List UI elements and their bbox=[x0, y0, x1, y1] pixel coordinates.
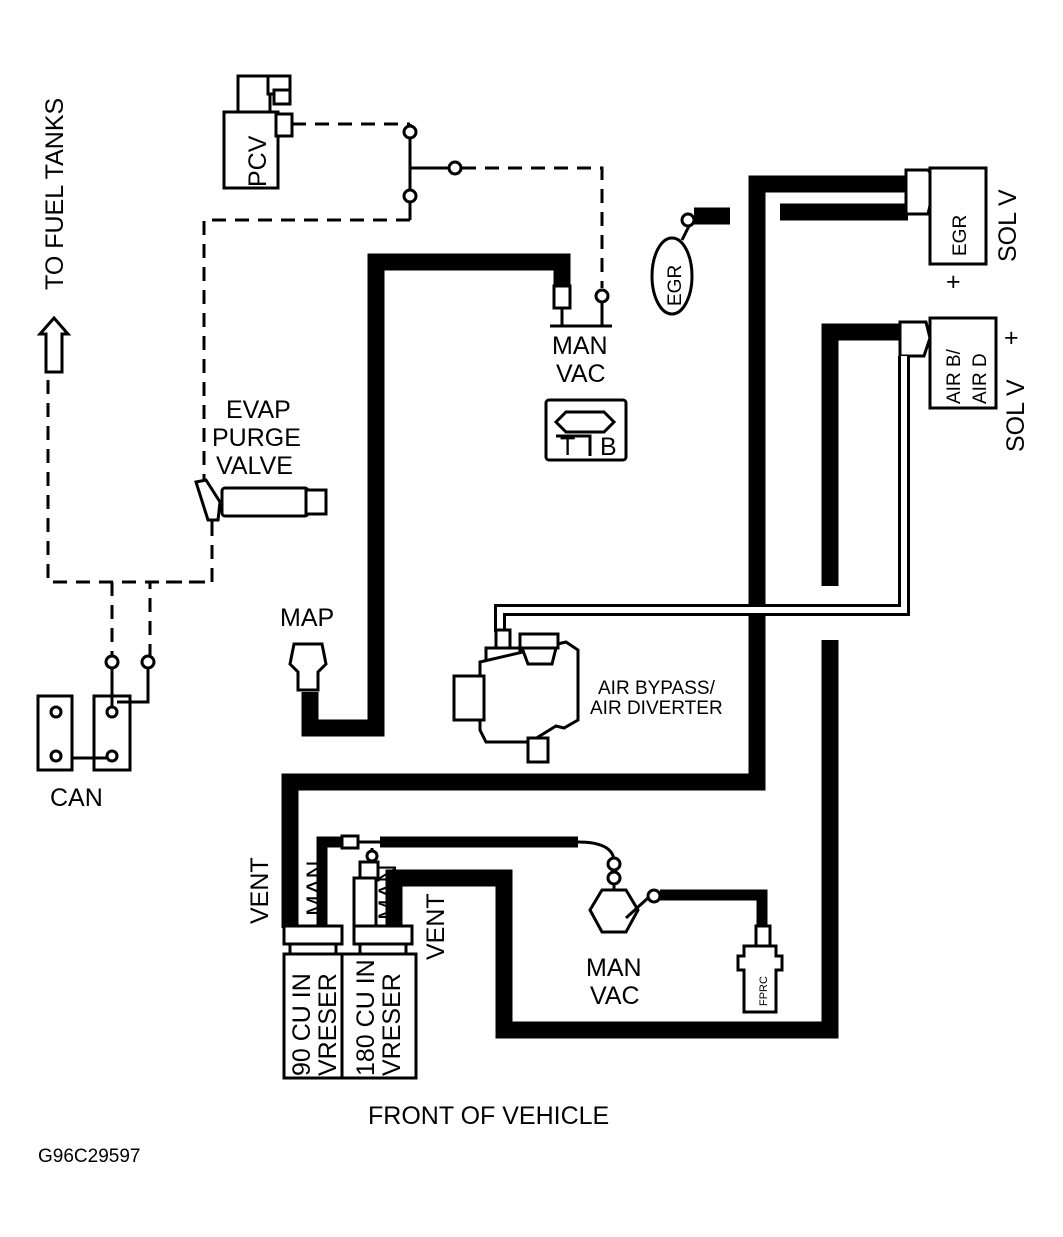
air-bd-label-line1: AIR B/ bbox=[944, 348, 965, 404]
egr-solenoid-label: EGR bbox=[950, 215, 971, 256]
map-label: MAP bbox=[280, 604, 334, 632]
air-control-tube bbox=[494, 356, 910, 632]
man-vac-top-label-line1: MAN bbox=[552, 332, 608, 360]
figure-id-label: G96C29597 bbox=[38, 1146, 140, 1167]
evap-label-line3: VALVE bbox=[216, 452, 293, 480]
air-bypass-diverter-valve: AIR BYPASS/ AIR DIVERTER bbox=[452, 628, 723, 764]
egr-valve-label: EGR bbox=[665, 265, 686, 306]
res90-label-line1: 90 CU IN bbox=[288, 973, 316, 1076]
air-bypass-label-line2: AIR DIVERTER bbox=[590, 698, 723, 719]
manifold-vacuum-top: MAN VAC bbox=[550, 288, 612, 388]
throttle-body: T B bbox=[544, 398, 628, 462]
front-of-vehicle-label: FRONT OF VEHICLE bbox=[368, 1102, 609, 1130]
egr-valve: EGR bbox=[650, 207, 730, 316]
fprc-label: FPRC bbox=[758, 976, 770, 1006]
to-fuel-tanks-label: TO FUEL TANKS bbox=[41, 98, 69, 290]
evap-pcv-dashed-lines bbox=[46, 122, 604, 662]
evap-purge-valve: EVAP PURGE VALVE bbox=[194, 396, 328, 526]
vent-right-label: VENT bbox=[422, 893, 450, 960]
reservoir-fittings bbox=[340, 834, 380, 930]
tb-b-label: B bbox=[600, 433, 617, 461]
egr-plus-sign: + bbox=[946, 268, 961, 296]
charcoal-canister: CAN bbox=[36, 654, 156, 812]
sol-v-top-label: SOL V bbox=[994, 189, 1022, 262]
air-bypass-solenoid: AIR B/ AIR D + SOL V bbox=[821, 316, 1030, 586]
pcv-label: PCV bbox=[244, 135, 272, 187]
evap-label-line1: EVAP bbox=[226, 396, 291, 424]
to-fuel-tanks-indicator: TO FUEL TANKS bbox=[36, 98, 72, 374]
egr-solenoid: EGR + SOL V bbox=[748, 166, 1022, 638]
air-bypass-label-line1: AIR BYPASS/ bbox=[598, 678, 716, 699]
manifold-vacuum-bottom: MAN VAC bbox=[577, 840, 768, 1010]
map-sensor: MAP bbox=[280, 253, 572, 737]
reservoir-hoses bbox=[281, 638, 839, 1039]
can-label: CAN bbox=[50, 784, 103, 812]
res90-label-line2: VRESER bbox=[314, 973, 342, 1076]
man-vac-bottom-label-line1: MAN bbox=[586, 954, 642, 982]
fuel-pressure-regulator-control: FPRC bbox=[736, 924, 784, 1014]
up-arrow-icon bbox=[36, 315, 72, 374]
tb-t-label: T bbox=[560, 433, 575, 461]
man-left-label: MAN bbox=[302, 860, 330, 916]
sol-v-mid-label: SOL V bbox=[1002, 379, 1030, 452]
vacuum-reservoirs: VENT MAN MAN VENT 90 CU IN VRESER 180 CU… bbox=[246, 857, 450, 1080]
air-plus-sign: + bbox=[1004, 324, 1019, 352]
pcv-valve: PCV bbox=[222, 74, 294, 190]
man-right-label: MAN bbox=[374, 864, 402, 920]
man-vac-bottom-label-line2: VAC bbox=[590, 982, 640, 1010]
air-bd-label-line2: AIR D bbox=[970, 353, 991, 404]
evap-label-line2: PURGE bbox=[212, 424, 301, 452]
res180-label-line1: 180 CU IN bbox=[352, 959, 380, 1076]
man-vac-top-label-line2: VAC bbox=[556, 360, 606, 388]
vent-left-label: VENT bbox=[246, 857, 274, 924]
pcv-tee-fittings bbox=[402, 124, 463, 216]
res180-label-line2: VRESER bbox=[378, 973, 406, 1076]
